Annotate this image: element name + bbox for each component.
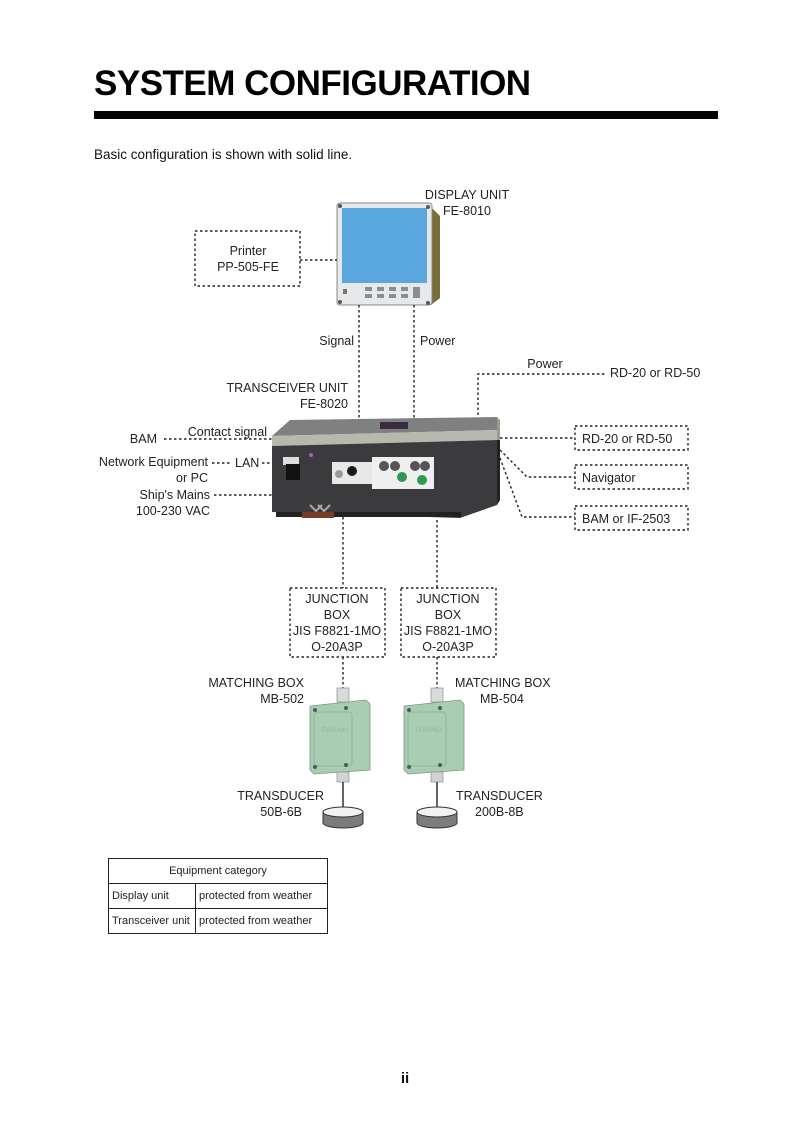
matching-box-1: FURUNO [309, 687, 371, 783]
td2-model: 200B-8B [475, 805, 524, 819]
table-row: Display unit protected from weather [108, 883, 328, 909]
page-number: ii [400, 1070, 410, 1087]
jb1-line4: O-20A3P [311, 640, 362, 654]
transceiver-unit-label: TRANSCEIVER UNIT [226, 381, 348, 395]
display-unit-model: FE-8010 [443, 204, 491, 218]
mb1-label: MATCHING BOX [208, 676, 304, 690]
mb1-brand: FURUNO [322, 728, 348, 734]
signal-label: Signal [319, 334, 354, 348]
td1-model: 50B-6B [260, 805, 302, 819]
transceiver-unit [272, 417, 500, 518]
jb1-line1: JUNCTION [305, 592, 368, 606]
td2-label: TRANSDUCER [456, 789, 543, 803]
table-cell-unit: Display unit [108, 883, 196, 909]
printer-box [194, 230, 301, 287]
junction-box-1 [289, 587, 386, 658]
table-cell-category: protected from weather [195, 908, 328, 934]
jb2-line1: JUNCTION [416, 592, 479, 606]
jb2-line2: BOX [435, 608, 462, 622]
jb1-line3: JIS F8821-1MO [293, 624, 382, 638]
display-screen [342, 208, 427, 283]
mb2-model: MB-504 [480, 692, 524, 706]
matching-box-2: FURUNO [403, 687, 465, 783]
jb2-line4: O-20A3P [422, 640, 473, 654]
contact-signal-label: Contact signal [188, 425, 267, 439]
table-cell-unit: Transceiver unit [108, 908, 196, 934]
bam-if-box [574, 505, 689, 531]
bam-if-label: BAM or IF-2503 [582, 512, 670, 526]
jb1-line2: BOX [324, 608, 351, 622]
printer-label: Printer [230, 244, 267, 258]
bam-label: BAM [130, 432, 157, 446]
td1-label: TRANSDUCER [237, 789, 324, 803]
printer-model: PP-505-FE [217, 260, 279, 274]
lan-label: LAN [235, 456, 259, 470]
network-equipment-label: Network Equipment [99, 455, 209, 469]
power-top-line [477, 373, 605, 420]
navigator-box [574, 464, 689, 490]
transceiver-unit-model: FE-8020 [300, 397, 348, 411]
mb1-model: MB-502 [260, 692, 304, 706]
transducer-1 [322, 806, 364, 829]
mb2-label: MATCHING BOX [455, 676, 551, 690]
power-source-label: RD-20 or RD-50 [610, 366, 700, 380]
ships-mains-label: Ship's Mains [140, 488, 210, 502]
equipment-category-table: Equipment category Display unit protecte… [108, 858, 328, 934]
title-rule [94, 111, 718, 119]
table-row: Transceiver unit protected from weather [108, 908, 328, 934]
display-unit-label: DISPLAY UNIT [425, 188, 510, 202]
jb2-line3: JIS F8821-1MO [404, 624, 493, 638]
page-title: SYSTEM CONFIGURATION [94, 64, 531, 103]
transducer-2 [416, 806, 458, 829]
display-unit [336, 202, 440, 306]
rd-box-label: RD-20 or RD-50 [582, 432, 672, 446]
bam-if-link [499, 457, 575, 518]
table-cell-category: protected from weather [195, 883, 328, 909]
mb2-brand: FURUNO [416, 728, 442, 734]
mains-voltage-label: 100-230 VAC [136, 504, 210, 518]
network-or-pc-label: or PC [176, 471, 208, 485]
table-header: Equipment category [108, 858, 328, 884]
power-label: Power [420, 334, 455, 348]
rd-box [574, 425, 689, 451]
junction-box-2 [400, 587, 497, 658]
navigator-link [499, 449, 575, 478]
power-top-label: Power [527, 357, 562, 371]
navigator-label: Navigator [582, 471, 636, 485]
intro-text: Basic configuration is shown with solid … [94, 147, 353, 162]
